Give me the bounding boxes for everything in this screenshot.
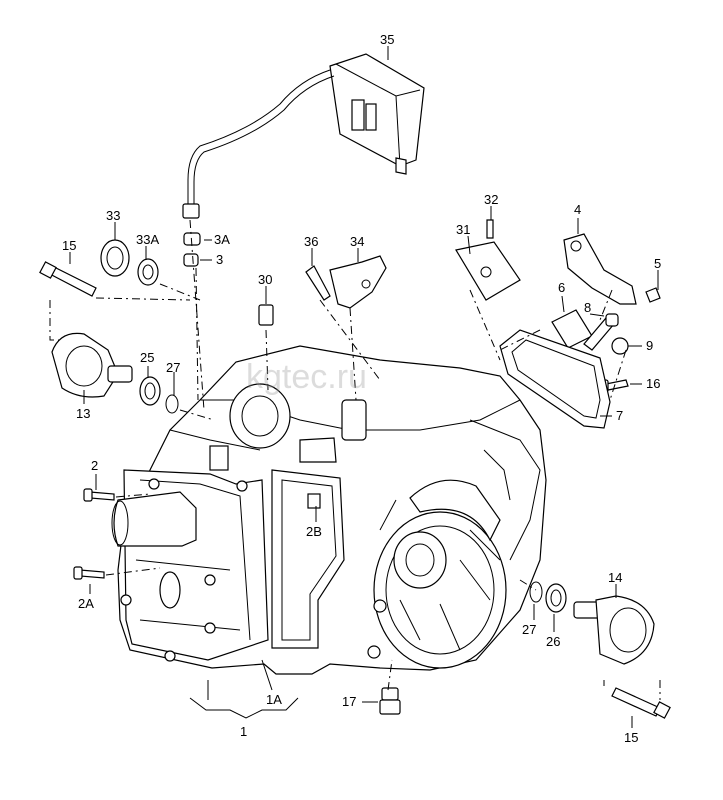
label-9: 9 bbox=[646, 338, 653, 353]
flange-14 bbox=[573, 595, 655, 665]
label-27-left: 27 bbox=[166, 360, 180, 375]
circlip-27-left bbox=[165, 394, 179, 414]
label-6: 6 bbox=[558, 280, 565, 295]
label-7: 7 bbox=[616, 408, 623, 423]
label-2b: 2B bbox=[306, 524, 322, 539]
label-2a: 2A bbox=[78, 596, 94, 611]
bolt-8 bbox=[583, 313, 619, 351]
label-35: 35 bbox=[380, 32, 394, 47]
label-26: 26 bbox=[546, 634, 560, 649]
label-31: 31 bbox=[456, 222, 470, 237]
label-15-left: 15 bbox=[62, 238, 76, 253]
bolt-2a bbox=[73, 566, 105, 580]
circlip-27-right bbox=[529, 581, 543, 603]
seal-25 bbox=[139, 376, 161, 406]
mount-bracket-4 bbox=[563, 233, 637, 305]
label-4: 4 bbox=[574, 202, 581, 217]
label-36: 36 bbox=[304, 234, 318, 249]
gearbox-housing bbox=[111, 345, 547, 675]
label-30: 30 bbox=[258, 272, 272, 287]
label-25: 25 bbox=[140, 350, 154, 365]
bracket-34 bbox=[329, 255, 387, 309]
label-34: 34 bbox=[350, 234, 364, 249]
clip-30 bbox=[258, 304, 274, 326]
label-8: 8 bbox=[584, 300, 591, 315]
label-14: 14 bbox=[608, 570, 622, 585]
plug-3 bbox=[183, 253, 199, 267]
seal-ring-33 bbox=[100, 239, 130, 277]
label-13: 13 bbox=[76, 406, 90, 421]
label-1: 1 bbox=[240, 724, 247, 739]
label-3: 3 bbox=[216, 252, 223, 267]
label-5: 5 bbox=[654, 256, 661, 271]
label-3a: 3A bbox=[214, 232, 230, 247]
watermark: kgtec.ru bbox=[246, 358, 367, 396]
bracket-31 bbox=[455, 241, 521, 301]
bolt-32 bbox=[486, 219, 494, 239]
flange-13 bbox=[51, 332, 133, 398]
label-16: 16 bbox=[646, 376, 660, 391]
label-27-right: 27 bbox=[522, 622, 536, 637]
bolt-5 bbox=[645, 287, 661, 303]
label-33a: 33A bbox=[136, 232, 159, 247]
seal-26 bbox=[545, 583, 567, 613]
cover-gasket-7 bbox=[499, 329, 611, 429]
control-unit-35 bbox=[182, 53, 425, 219]
label-2: 2 bbox=[91, 458, 98, 473]
seal-ring-33a bbox=[137, 258, 159, 286]
bolt-15-right bbox=[611, 687, 671, 719]
label-15-right: 15 bbox=[624, 730, 638, 745]
bolt-2 bbox=[83, 488, 115, 502]
bolt-15-left bbox=[39, 261, 97, 297]
bolt-36 bbox=[305, 265, 331, 301]
drain-plug-17 bbox=[379, 687, 401, 715]
label-1a: 1A bbox=[266, 692, 282, 707]
label-32: 32 bbox=[484, 192, 498, 207]
label-17: 17 bbox=[342, 694, 356, 709]
label-33: 33 bbox=[106, 208, 120, 223]
